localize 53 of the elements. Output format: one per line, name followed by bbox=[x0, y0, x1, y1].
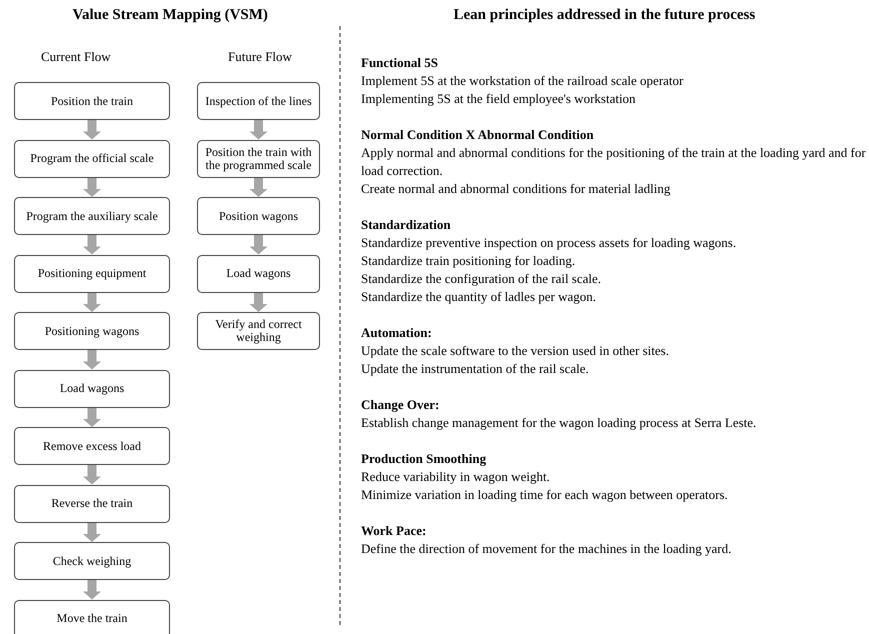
arrow bbox=[83, 350, 101, 370]
section-heading: Change Over: bbox=[361, 396, 440, 414]
principle-text: Establish change management for the wagon loading process at Serra Leste. bbox=[361, 414, 756, 432]
arrow bbox=[83, 408, 101, 427]
arrow bbox=[83, 292, 101, 312]
process-box: Remove excess load bbox=[14, 427, 170, 465]
heading: Lean principles addressed in the future process bbox=[454, 6, 756, 24]
principle-text: Update the instrumentation of the rail scale. bbox=[361, 360, 589, 378]
process-box: Check weighing bbox=[14, 542, 170, 580]
arrow bbox=[83, 120, 101, 140]
arrow bbox=[83, 522, 101, 542]
section-heading: Automation: bbox=[361, 324, 432, 342]
process-box: Move the train bbox=[14, 600, 170, 634]
column-heading: Current Flow bbox=[41, 48, 111, 66]
heading: Value Stream Mapping (VSM) bbox=[72, 6, 268, 24]
process-box: Position the train with the programmed scale bbox=[197, 140, 320, 178]
arrow bbox=[83, 235, 101, 254]
arrow bbox=[250, 178, 268, 197]
principle-text: Update the scale software to the version used in other sites. bbox=[361, 342, 669, 360]
principle-text: Create normal and abnormal conditions for material ladling bbox=[361, 180, 670, 198]
arrow bbox=[250, 235, 268, 254]
process-box: Positioning equipment bbox=[14, 254, 170, 292]
process-box: Reverse the train bbox=[14, 484, 170, 522]
principle-text: Implement 5S at the workstation of the railroad scale operator bbox=[361, 72, 684, 90]
principle-text: Reduce variability in wagon weight. bbox=[361, 468, 550, 486]
arrow bbox=[250, 120, 268, 140]
principle-text: Standardize train positioning for loading. bbox=[361, 252, 576, 270]
arrow bbox=[83, 580, 101, 600]
process-box: Load wagons bbox=[14, 370, 170, 408]
section-heading: Functional 5S bbox=[361, 54, 438, 72]
arrow bbox=[250, 292, 268, 312]
process-box: Positioning wagons bbox=[14, 312, 170, 350]
principle-text: Define the direction of movement for the machines in the loading yard. bbox=[361, 540, 732, 558]
principle-text: Standardize the configuration of the rail scale. bbox=[361, 270, 602, 288]
principle-text: Implementing 5S at the field employee's workstation bbox=[361, 90, 636, 108]
principle-text: Minimize variation in loading time for each wagon between operators. bbox=[361, 486, 728, 504]
principle-text: Standardize the quantity of ladles per wagon. bbox=[361, 288, 596, 306]
principle-text: Standardize preventive inspection on process assets for loading wagons. bbox=[361, 234, 736, 252]
process-box: Load wagons bbox=[197, 254, 320, 292]
process-box: Inspection of the lines bbox=[197, 82, 320, 120]
section-heading: Standardization bbox=[361, 216, 451, 234]
arrow bbox=[83, 178, 101, 197]
process-box: Position wagons bbox=[197, 197, 320, 235]
column-heading: Future Flow bbox=[228, 48, 292, 66]
principle-text: Apply normal and abnormal conditions for the positioning of the train at the loading yard and for load correction. bbox=[361, 144, 867, 180]
section-heading: Normal Condition X Abnormal Condition bbox=[361, 126, 594, 144]
process-box: Position the train bbox=[14, 82, 170, 120]
process-box: Verify and correct weighing bbox=[197, 312, 320, 350]
section-heading: Work Pace: bbox=[361, 522, 426, 540]
process-box: Program the official scale bbox=[14, 140, 170, 178]
arrow bbox=[83, 465, 101, 484]
process-box: Program the auxiliary scale bbox=[14, 197, 170, 235]
section-heading: Production Smoothing bbox=[361, 450, 486, 468]
